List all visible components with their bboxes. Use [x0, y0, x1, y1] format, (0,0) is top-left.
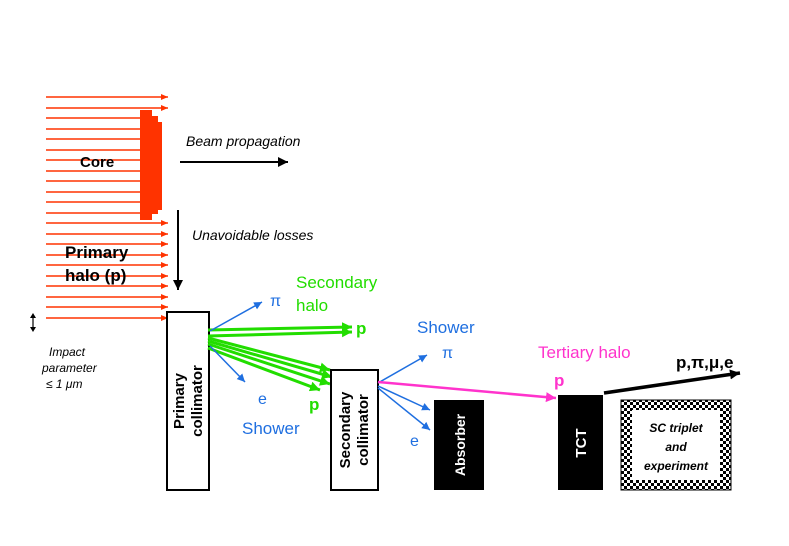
sc-triplet-label-line1: SC triplet	[649, 421, 703, 435]
shower-label-2: Shower	[417, 318, 475, 337]
tertiary-p-label: p	[554, 371, 564, 390]
secondary-collimator-label-line1: Secondary	[337, 391, 354, 468]
secondary-halo-label-line1: Secondary	[296, 273, 378, 292]
tertiary-halo-arrow	[377, 380, 557, 403]
secondary-halo-label-line2: halo	[296, 296, 328, 315]
beam-propagation-label: Beam propagation	[186, 133, 301, 149]
primary-shower-arrows	[209, 301, 263, 383]
secondary-collimator-label-line2: collimator	[355, 394, 372, 466]
secondary-collimator-box	[330, 369, 379, 491]
products-arrow	[603, 369, 741, 395]
beam-lines	[46, 94, 168, 321]
e-label-2: e	[410, 433, 419, 450]
secondary-halo-arrows	[207, 322, 353, 392]
secondary-shower-arrows	[377, 354, 431, 431]
absorber-box	[434, 400, 484, 490]
pi-label-1: π	[270, 293, 281, 310]
sc-triplet-inner	[632, 410, 720, 480]
e-label-1: e	[258, 391, 267, 408]
primary-collimator-label-line1: Primary	[171, 372, 188, 429]
impact-label-line1: Impact	[49, 345, 86, 359]
unavoidable-losses-label: Unavoidable losses	[192, 227, 313, 243]
tertiary-halo-label: Tertiary halo	[538, 343, 631, 362]
products-label: p,π,μ,e	[676, 353, 733, 372]
primary-halo-label-line1: Primary	[65, 243, 129, 262]
impact-label-line3: ≤ 1 μm	[46, 377, 83, 391]
tct-box	[558, 395, 603, 490]
primary-halo-label-line2: halo (p)	[65, 266, 126, 285]
tct-label: TCT	[573, 428, 590, 457]
primary-collimator-label-line2: collimator	[189, 365, 206, 437]
impact-double-arrow-icon	[30, 313, 36, 332]
sc-triplet-label-line2: and	[665, 440, 687, 454]
secondary-p-label-2: p	[309, 395, 319, 414]
secondary-p-label-1: p	[356, 319, 366, 338]
sc-triplet-label-line3: experiment	[644, 459, 709, 473]
shower-label-1: Shower	[242, 419, 300, 438]
beam-core-shape	[140, 110, 162, 220]
absorber-label: Absorber	[452, 413, 468, 476]
pi-label-2: π	[442, 345, 453, 362]
core-label: Core	[80, 154, 114, 171]
impact-label-line2: parameter	[41, 361, 98, 375]
primary-collimator-box	[166, 311, 210, 491]
